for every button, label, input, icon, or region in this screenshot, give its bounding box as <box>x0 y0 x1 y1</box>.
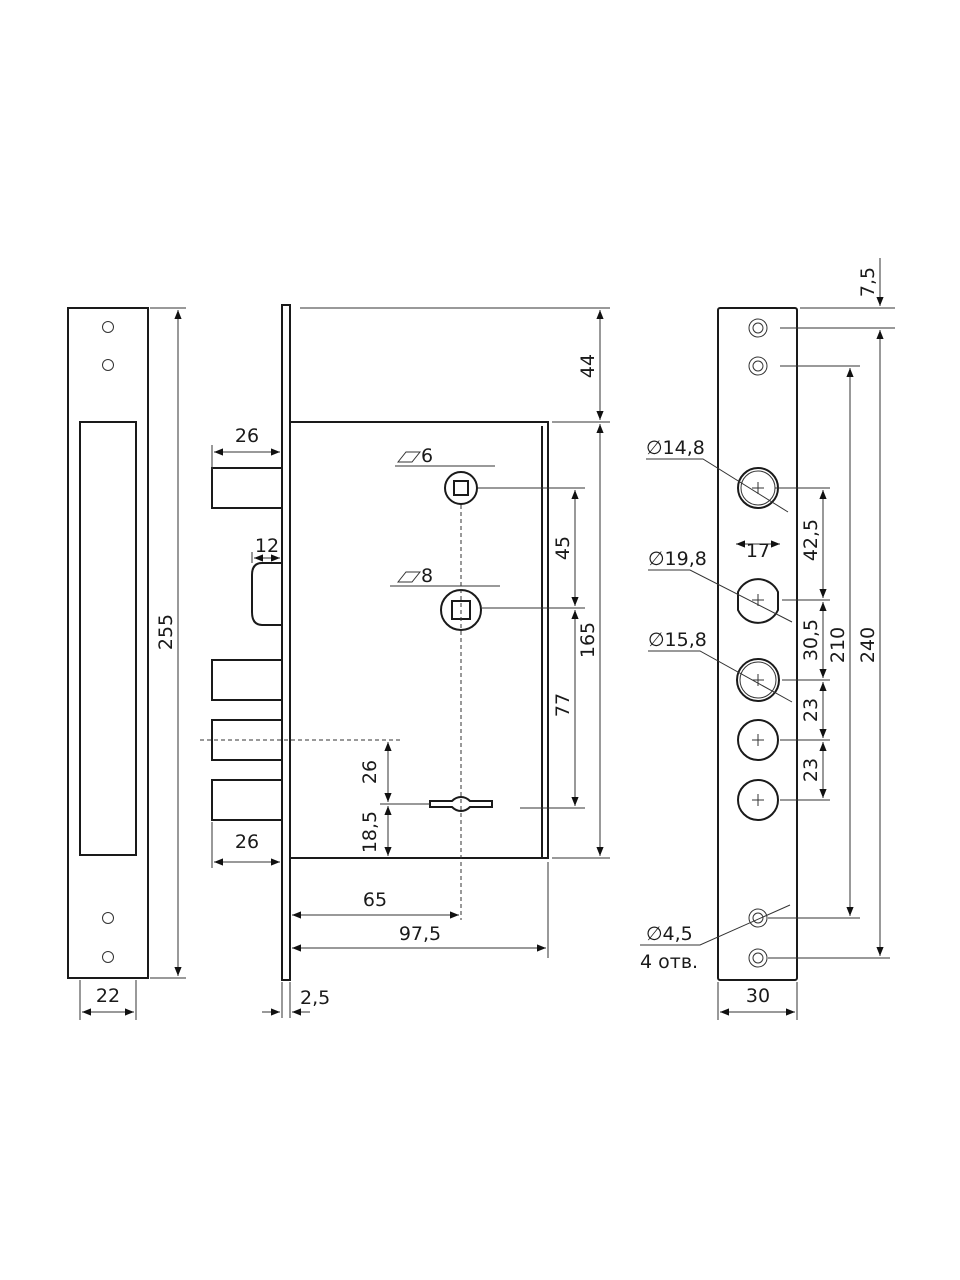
dim-spindle-lower: 8 <box>421 565 433 587</box>
dim-strike-height: 255 <box>155 614 177 650</box>
dim-faceplate-thickness: 2,5 <box>300 987 330 1009</box>
dim-spindle-keyhole: 77 <box>552 693 574 717</box>
dim-body-depth: 97,5 <box>399 923 441 945</box>
dim-spindle-upper: 6 <box>421 445 433 467</box>
dim-inner-holes: 210 <box>827 627 849 663</box>
square-symbol-icon <box>396 571 422 583</box>
dim-spacing-1-2: 42,5 <box>800 519 822 561</box>
label-screw-hole-count: 4 отв. <box>640 951 698 973</box>
dim-spindle-spacing: 45 <box>552 536 574 560</box>
dim-spacing-3-4: 23 <box>800 698 822 722</box>
dim-latch: 12 <box>255 535 279 557</box>
dim-outer-holes: 240 <box>857 627 879 663</box>
dim-body-height: 165 <box>577 622 599 658</box>
dim-spacing-2-3: 30,5 <box>800 619 822 661</box>
dim-top-hole-offset: 7,5 <box>857 267 879 297</box>
label-hole1-diameter: ∅14,8 <box>646 437 705 459</box>
square-symbol-icon <box>396 451 422 463</box>
dim-keyhole-axis: 26 <box>359 760 381 784</box>
dim-bolt-bottom: 26 <box>235 831 259 853</box>
lock-body: 44 165 45 77 26 12 26 26 18,5 65 97,5 2,… <box>200 304 610 1018</box>
dim-top-offset: 44 <box>577 354 599 378</box>
label-screw-hole-diameter: ∅4,5 <box>646 923 693 945</box>
dim-bolt-top: 26 <box>235 425 259 447</box>
strike-plate: 255 22 <box>67 307 186 1020</box>
label-hole2-diameter: ∅19,8 <box>648 548 707 570</box>
dim-faceplate-width: 30 <box>746 985 770 1007</box>
dim-spacing-4-5: 23 <box>800 758 822 782</box>
faceplate-view: 42,5 30,5 23 23 210 240 7,5 30 ∅14,8 17 … <box>640 258 895 1020</box>
label-hole3-diameter: ∅15,8 <box>648 629 707 651</box>
dim-backset: 65 <box>363 889 387 911</box>
label-hole2-flat: 17 <box>746 540 770 562</box>
keyhole-icon <box>429 795 493 813</box>
dim-strike-width: 22 <box>96 985 120 1007</box>
dim-keyhole-bottom: 18,5 <box>359 811 381 853</box>
